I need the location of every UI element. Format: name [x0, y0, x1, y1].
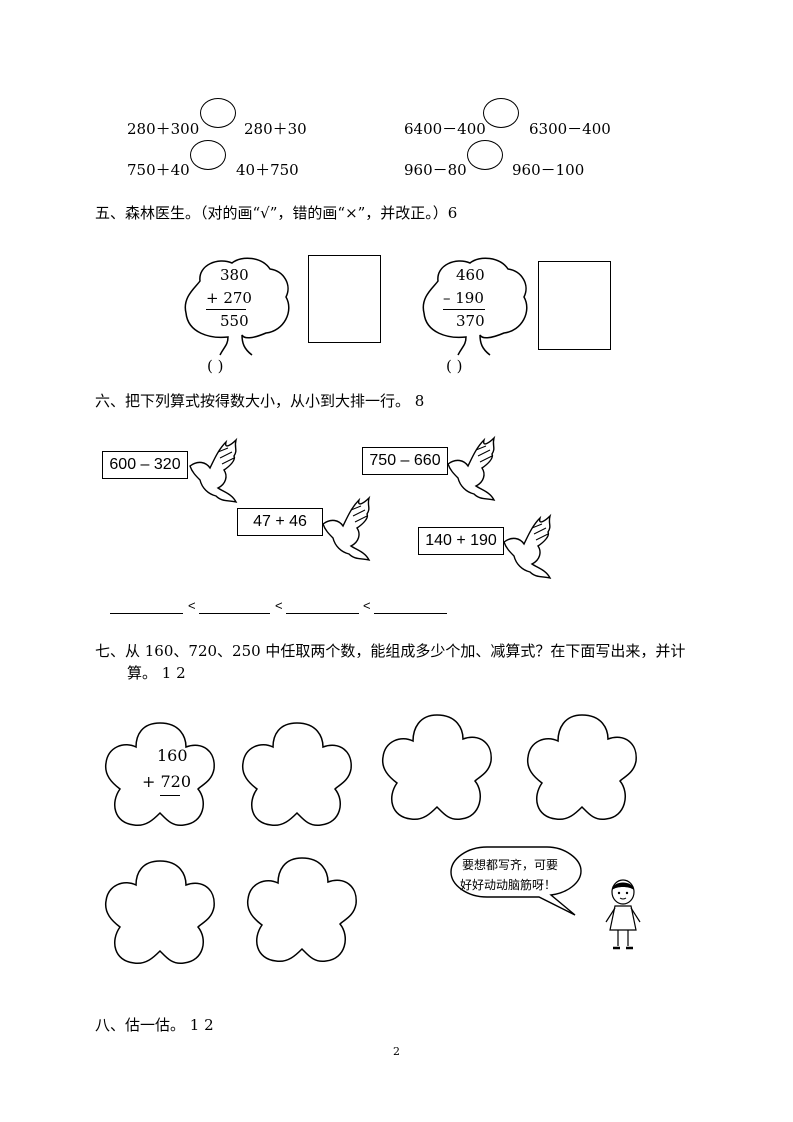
dove-icon [503, 513, 552, 580]
expression-right: 280＋30 [244, 120, 307, 138]
answer-blank[interactable] [199, 599, 270, 614]
expression-right: 40＋750 [236, 161, 299, 179]
expression-left: 750＋40 [127, 161, 190, 179]
tree2-answer-paren[interactable]: ( ) [446, 357, 463, 375]
expression-card: 47 + 46 [237, 508, 323, 536]
flower-answer-area[interactable] [522, 707, 642, 827]
speech-line-2: 好好动动脑筋呀！ [460, 878, 557, 892]
tree1-operand: + 270 [206, 289, 252, 307]
tree2-rule [443, 309, 485, 310]
answer-blank[interactable] [374, 599, 447, 614]
page-number: 2 [393, 1045, 400, 1058]
expression-card: 600 – 320 [102, 451, 188, 479]
section-8-title: 八、估一估。 1 2 [95, 1016, 214, 1034]
tree1-answer-paren[interactable]: ( ) [207, 357, 224, 375]
section-5-title: 五、森林医生。（对的画“√”，错的画“×”，并改正。）6 [95, 204, 458, 222]
dove-icon [447, 435, 496, 502]
tree1-rule [206, 309, 246, 310]
tree2-operand: – 190 [443, 289, 484, 307]
compare-circle[interactable] [190, 140, 226, 170]
flower-answer-area[interactable] [102, 853, 218, 969]
correction-box[interactable] [308, 255, 381, 343]
tree-icon [184, 257, 290, 356]
dove-icon [189, 437, 238, 504]
child-figure-icon [605, 879, 641, 950]
expression-left: 6400－400 [404, 120, 486, 138]
flower-answer-area[interactable] [102, 715, 218, 831]
expression-right: 6300－400 [529, 120, 611, 138]
tree1-result: 550 [220, 312, 249, 330]
example-operand: + 720 [142, 772, 192, 791]
expression-right: 960－100 [512, 161, 585, 179]
expression-left: 960－80 [404, 161, 467, 179]
less-than-sign: < [275, 598, 283, 613]
expression-left: 280＋300 [127, 120, 200, 138]
example-rule [160, 795, 180, 796]
compare-circle[interactable] [200, 98, 236, 128]
speech-line-1: 要想都写齐，可要 [462, 858, 559, 872]
less-than-sign: < [188, 598, 196, 613]
flower-answer-area[interactable] [377, 707, 497, 827]
speech-bubble [450, 846, 582, 916]
expression-card: 750 – 660 [362, 447, 448, 475]
answer-blank[interactable] [286, 599, 359, 614]
dove-icon [322, 495, 371, 562]
compare-circle[interactable] [483, 98, 519, 128]
tree-icon [422, 257, 528, 356]
flower-answer-area[interactable] [239, 715, 355, 831]
section-7-title-cont: 算。 1 2 [127, 664, 186, 682]
tree2-minuend: 460 [456, 266, 485, 284]
flower-answer-area[interactable] [243, 850, 361, 968]
compare-circle[interactable] [467, 140, 503, 170]
answer-blank[interactable] [110, 599, 183, 614]
expression-card: 140 + 190 [418, 527, 504, 555]
section-7-title: 七、从 160、720、250 中任取两个数，能组成多少个加、减算式？在下面写出… [95, 642, 686, 660]
less-than-sign: < [363, 598, 371, 613]
section-6-title: 六、把下列算式按得数大小，从小到大排一行。 8 [95, 392, 425, 410]
tree1-addend: 380 [220, 266, 249, 284]
correction-box[interactable] [538, 261, 611, 350]
tree2-result: 370 [456, 312, 485, 330]
example-number: 160 [157, 746, 188, 765]
